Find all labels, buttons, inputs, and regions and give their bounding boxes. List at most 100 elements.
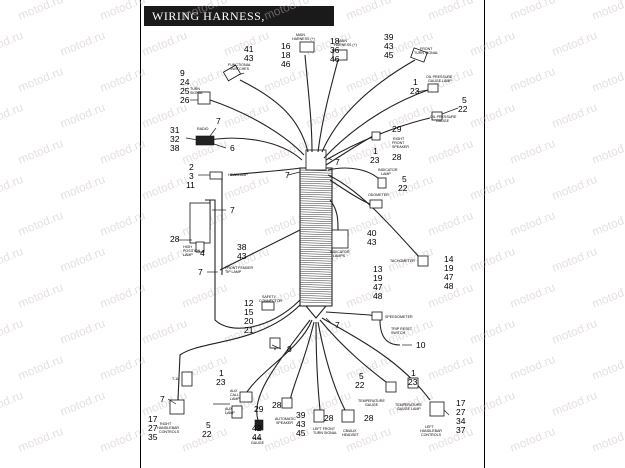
loom-coil-stripe (299, 193, 333, 196)
watermark-text: motod.ru (468, 316, 517, 347)
callout-29-bottom: 29 (254, 404, 264, 414)
top-wire-branches (209, 54, 431, 259)
callout-7-bottom: 7 (160, 394, 165, 404)
watermark-text: motod.ru (550, 100, 599, 131)
watermark-text: motod.ru (16, 424, 65, 455)
loom-coil-stripe (299, 244, 333, 247)
watermark-text: motod.ru (98, 424, 147, 455)
component-labels: MAIN HARNESS (+) MAIN HARNESS (+) FRONT … (157, 33, 457, 445)
svg-text:RADIO: RADIO (197, 127, 209, 131)
watermark-text: motod.ru (58, 244, 107, 275)
svg-text:GAUGE: GAUGE (251, 441, 265, 445)
svg-text:OIL PRESSURE: OIL PRESSURE (430, 115, 457, 119)
loom-coil-stripe (299, 185, 333, 187)
watermark-text: motod.ru (0, 388, 25, 419)
watermark-text: motod.ru (550, 172, 599, 203)
watermark-text: motod.ru (262, 0, 311, 23)
loom-coil-stripe (299, 180, 333, 183)
svg-text:MAIN: MAIN (338, 39, 347, 43)
callout-7-radio: 7 (216, 116, 221, 126)
svg-text:FRONT: FRONT (392, 141, 405, 145)
watermark-text: motod.ru (98, 352, 147, 383)
watermark-text: motod.ru (58, 388, 107, 419)
watermark-text: motod.ru (0, 28, 25, 59)
callout-7-left: 7 (285, 170, 290, 180)
loom-coil-stripe (299, 213, 333, 216)
loom-coil-stripe (299, 266, 333, 269)
svg-text:SWITCHES: SWITCHES (230, 67, 250, 71)
svg-text:LAMP: LAMP (230, 397, 240, 401)
loom-coil-stripe (299, 231, 333, 233)
diagram-title: WIRING HARNESS, INTERCONNECT (144, 6, 334, 43)
callout-7-fender: 7 (198, 267, 203, 277)
watermark-text: motod.ru (386, 172, 435, 203)
svg-text:CONTROLS: CONTROLS (159, 430, 180, 434)
watermark-text: motod.ru (508, 280, 557, 311)
svg-text:AUX: AUX (230, 389, 238, 393)
svg-text:POSITION: POSITION (183, 249, 201, 253)
watermark-text: motod.ru (16, 0, 65, 23)
watermark-text: motod.ru (0, 100, 25, 131)
svg-text:TEMPERATURE: TEMPERATURE (395, 403, 422, 407)
svg-text:FRONT: FRONT (420, 47, 433, 51)
leader-lines (167, 72, 459, 416)
loom-coil-stripe (299, 233, 333, 236)
connectors (169, 41, 445, 431)
watermark-text: motod.ru (508, 352, 557, 383)
watermark-text: motod.ru (140, 28, 189, 59)
svg-text:LAMP: LAMP (225, 411, 235, 415)
loom-coil-stripe (299, 222, 333, 225)
watermark-text: motod.ru (16, 280, 65, 311)
loom-coil-stripe (299, 235, 333, 238)
loom-coil-stripe (299, 277, 333, 280)
svg-text:HEADSET: HEADSET (342, 433, 360, 437)
watermark-text: motod.ru (468, 172, 517, 203)
svg-text:FUNCTIONAL: FUNCTIONAL (228, 63, 251, 67)
watermark-text: motod.ru (98, 208, 147, 239)
svg-text:HEADLAMP: HEADLAMP (228, 173, 248, 177)
callout-8: 8 (287, 344, 292, 354)
loom-coil-stripe (299, 279, 333, 282)
svg-text:LEFT FRONT: LEFT FRONT (313, 427, 336, 431)
loom-coil-stripe (299, 169, 333, 172)
watermark-text: motod.ru (508, 424, 557, 455)
callout-28-top: 28 (392, 152, 402, 162)
svg-text:HANDLEBAR: HANDLEBAR (420, 429, 442, 433)
loom-coil-stripe (299, 220, 333, 222)
loom-coil-stripe (299, 286, 333, 288)
watermark-text: motod.ru (98, 64, 147, 95)
svg-text:RIGHT: RIGHT (160, 422, 172, 426)
svg-text:GAUGE: GAUGE (436, 119, 450, 123)
watermark-text: motod.ru (58, 28, 107, 59)
loom-coil-stripe (299, 240, 333, 242)
svg-text:TRIP RESET: TRIP RESET (391, 327, 413, 331)
watermark-text: motod.ru (426, 352, 475, 383)
watermark-text: motod.ru (590, 280, 625, 311)
svg-text:LEFT: LEFT (425, 425, 435, 429)
loom-coil-stripe (299, 229, 333, 231)
loom-coil-stripe (299, 198, 333, 200)
loom-coil-stripe (299, 290, 333, 293)
svg-text:TURN: TURN (190, 87, 200, 91)
watermark-text: motod.ru (262, 136, 311, 167)
svg-text:FUEL: FUEL (253, 437, 262, 441)
svg-text:SPEAKER: SPEAKER (276, 421, 293, 425)
svg-text:AUX: AUX (225, 407, 233, 411)
svg-text:CALL: CALL (230, 393, 239, 397)
callout-28-bottom: 28 (272, 400, 282, 410)
callout-28-bottom-r: 28 (364, 413, 374, 423)
loom-coil-stripe (299, 255, 333, 258)
watermark-text: motod.ru (344, 136, 393, 167)
loom-coil-stripe (299, 248, 333, 251)
watermark-text: motod.ru (468, 100, 517, 131)
loom-coil-stripe (299, 301, 333, 304)
